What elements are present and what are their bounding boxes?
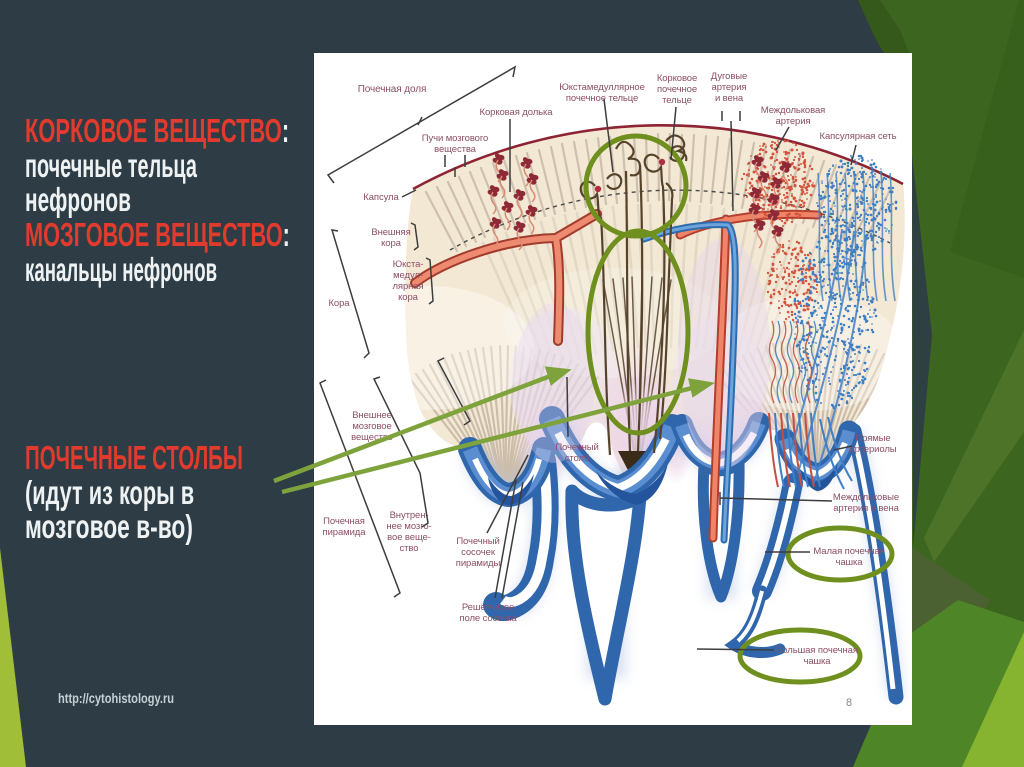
svg-text:8: 8 (846, 697, 852, 709)
svg-text:Капсула: Капсула (363, 192, 399, 203)
svg-text:Корковая долька: Корковая долька (480, 107, 554, 118)
svg-text:чашка: чашка (835, 557, 863, 568)
svg-text:вое веще-: вое веще- (387, 532, 431, 543)
svg-text:артериолы: артериолы (849, 444, 896, 455)
svg-text:Большая почечная: Большая почечная (776, 645, 858, 656)
svg-text:Внешняя: Внешняя (371, 227, 410, 238)
svg-text:поле сосочка: поле сосочка (459, 613, 517, 624)
svg-text:столб: столб (565, 453, 590, 464)
svg-text:Капсулярная сеть: Капсулярная сеть (820, 131, 897, 142)
svg-text:кора: кора (381, 238, 402, 249)
svg-text:Пучи мозгового: Пучи мозгового (422, 133, 488, 144)
svg-text:Прямые: Прямые (855, 433, 890, 444)
svg-text:Дуговые: Дуговые (711, 71, 747, 82)
svg-text:чашка: чашка (803, 656, 831, 667)
svg-text:Междольковая: Междольковая (761, 105, 825, 116)
svg-text:вещества: вещества (434, 144, 477, 155)
svg-text:лярная: лярная (392, 281, 423, 292)
svg-text:Малая почечная: Малая почечная (813, 546, 884, 557)
svg-text:сосочек: сосочек (461, 547, 496, 558)
svg-text:артерия и вена: артерия и вена (833, 503, 899, 514)
svg-text:Почечная доля: Почечная доля (358, 84, 427, 95)
svg-text:Решётчатое: Решётчатое (462, 602, 514, 613)
svg-text:пирамиды: пирамиды (456, 558, 501, 569)
svg-text:артерия: артерия (776, 116, 811, 127)
svg-text:Внешнее: Внешнее (352, 410, 392, 421)
svg-text:Кора: Кора (329, 298, 351, 309)
svg-text:тельце: тельце (662, 95, 692, 106)
svg-text:Почечный: Почечный (555, 442, 598, 453)
svg-text:почечное: почечное (657, 84, 697, 95)
svg-text:почечное тельце: почечное тельце (566, 93, 638, 104)
svg-text:ство: ство (400, 543, 419, 554)
svg-text:Почечная: Почечная (323, 516, 365, 527)
svg-text:мозговое: мозговое (352, 421, 391, 432)
svg-text:пирамида: пирамида (323, 527, 367, 538)
svg-text:и вена: и вена (715, 93, 744, 104)
svg-text:Междольковые: Междольковые (833, 492, 899, 503)
svg-text:Юкстамедуллярное: Юкстамедуллярное (559, 82, 645, 93)
svg-text:Корковое: Корковое (657, 73, 697, 84)
svg-text:артерия: артерия (712, 82, 747, 93)
svg-text:Почечный: Почечный (456, 536, 499, 547)
svg-text:Внутрен-: Внутрен- (390, 510, 429, 521)
svg-text:нее мозго-: нее мозго- (386, 521, 431, 532)
svg-text:Юкста-: Юкста- (393, 259, 424, 270)
svg-text:кора: кора (398, 292, 419, 303)
svg-text:медул-: медул- (393, 270, 423, 281)
